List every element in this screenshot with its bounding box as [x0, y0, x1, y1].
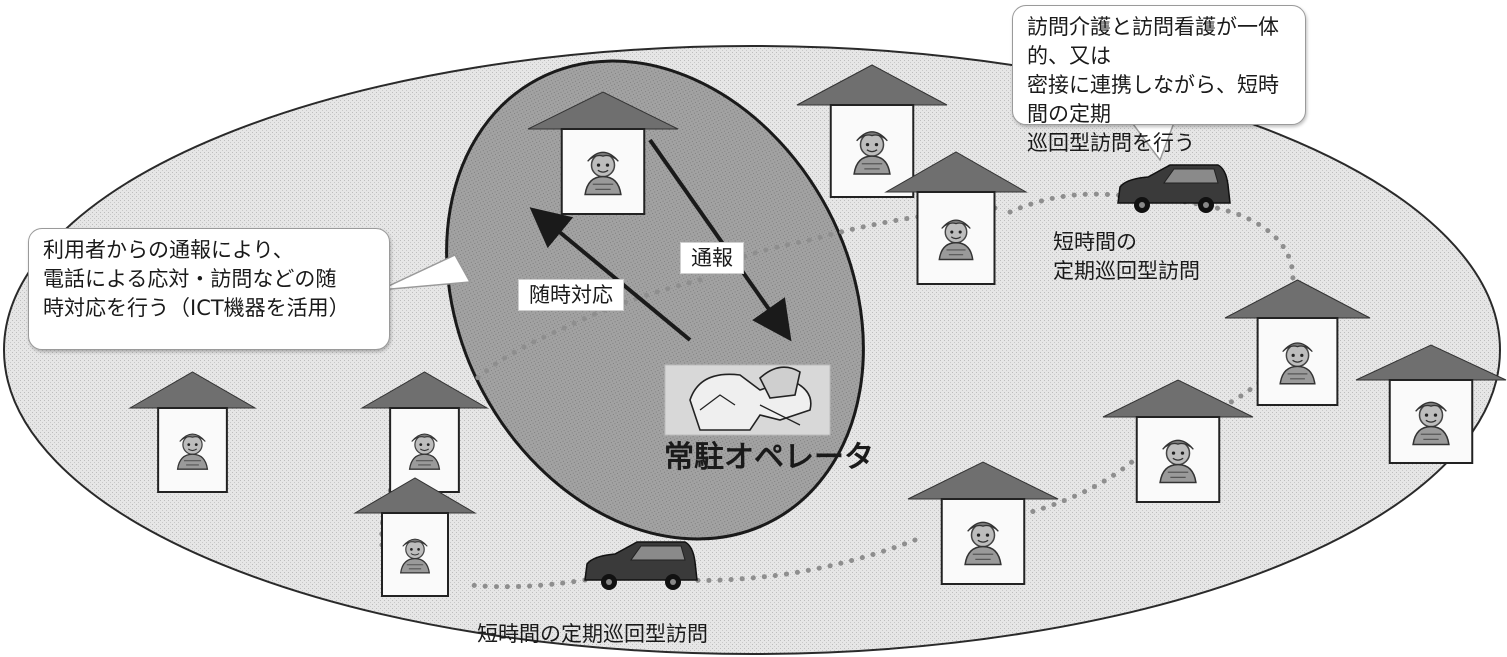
house-icon — [1355, 344, 1507, 464]
route-label-right: 短時間の 定期巡回型訪問 — [1053, 228, 1200, 286]
house-icon — [353, 477, 477, 597]
route-label-line: 定期巡回型訪問 — [1053, 259, 1200, 283]
house-icon — [1102, 379, 1254, 503]
callout-line: 時対応を行う（ICT機器を活用） — [43, 296, 350, 320]
house-icon — [1224, 279, 1371, 406]
callout-line: 巡回型訪問を行う — [1027, 131, 1195, 155]
house-icon — [796, 64, 948, 198]
car-icon — [1117, 164, 1231, 213]
callout-top-right: 訪問介護と訪問看護が一体的、又は 密接に連携しながら、短時間の定期 巡回型訪問を… — [1012, 5, 1306, 155]
house-icon — [360, 371, 489, 493]
operator-desk-icon — [664, 364, 831, 436]
callout-line: 訪問介護と訪問看護が一体的、又は — [1027, 15, 1279, 68]
arrow-to-operator — [648, 138, 792, 342]
left-callout-tail — [379, 254, 472, 291]
tag-response: 随時対応 — [518, 279, 624, 311]
callout-line: 電話による応対・訪問などの随 — [43, 267, 337, 291]
house-icons — [128, 64, 1507, 597]
callout-left: 利用者からの通報により、 電話による応対・訪問などの随 時対応を行う（ICT機器… — [28, 228, 390, 350]
operator-label: 常駐オペレータ — [664, 440, 874, 475]
house-icon — [884, 151, 1028, 285]
car-icon-bottom — [584, 541, 698, 590]
house-icon — [128, 371, 257, 493]
route-label-line: 短時間の — [1053, 230, 1137, 254]
house-icon — [527, 91, 679, 215]
route-label-bottom: 短時間の定期巡回型訪問 — [477, 622, 708, 646]
house-icon — [907, 461, 1059, 585]
callout-line: 利用者からの通報により、 — [43, 238, 294, 262]
callout-line: 密接に連携しながら、短時間の定期 — [1027, 73, 1279, 126]
tag-report: 通報 — [680, 242, 744, 274]
